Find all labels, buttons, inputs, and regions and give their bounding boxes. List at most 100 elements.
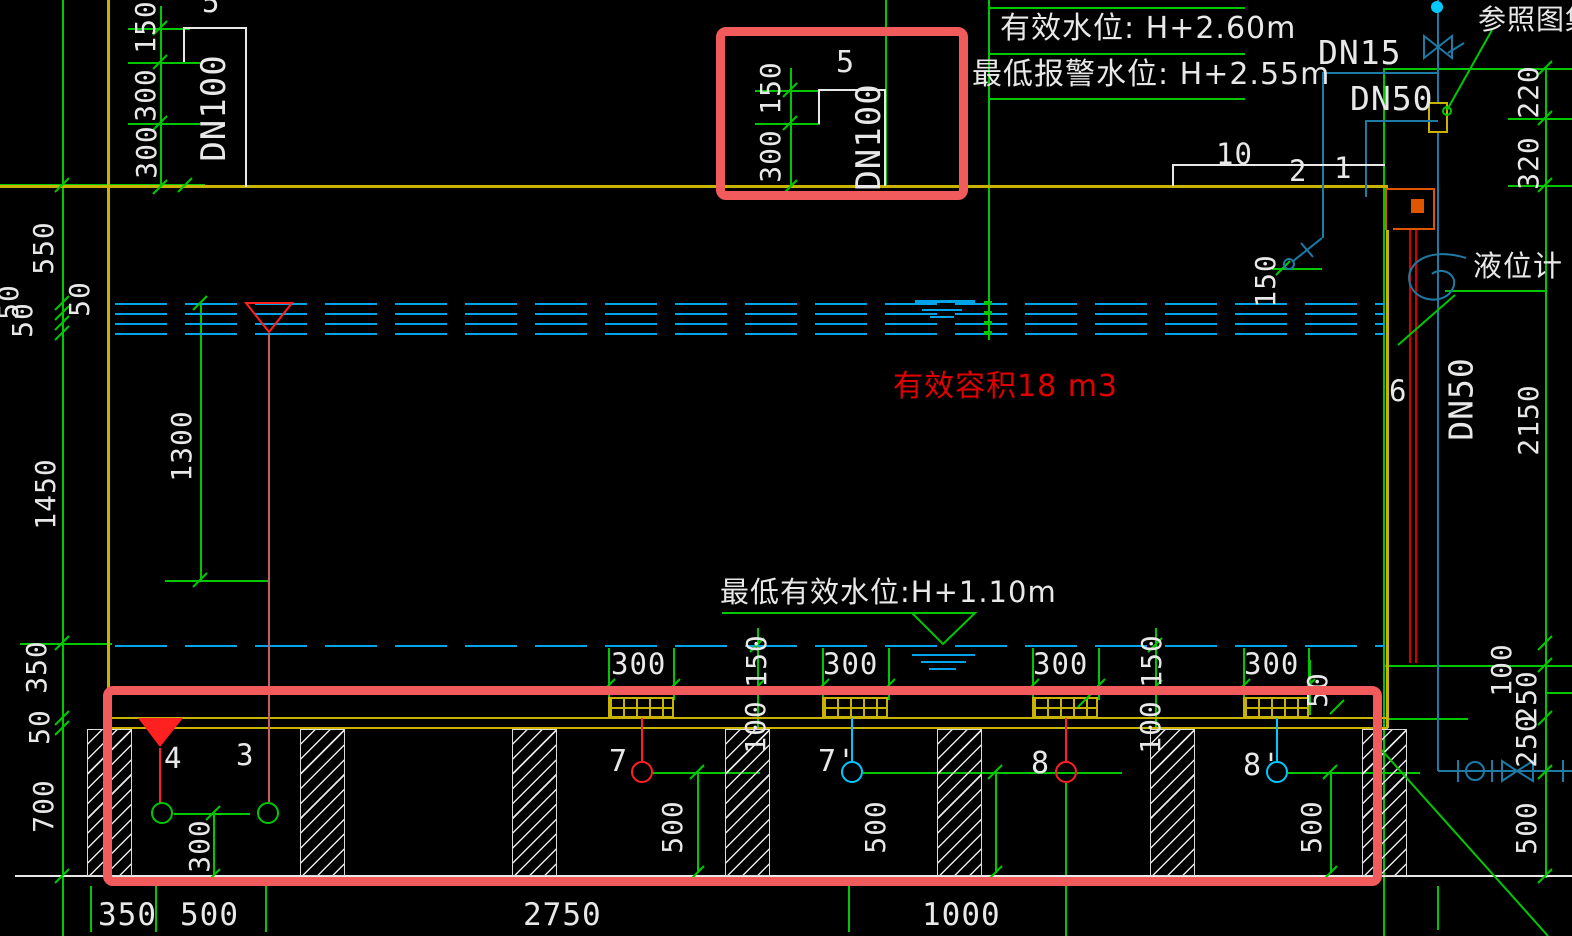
water-level-line: [115, 323, 1385, 325]
part-label-1: 1: [1334, 151, 1353, 185]
support-column: [1150, 729, 1195, 876]
dim-line: [1288, 772, 1420, 774]
dim-tick: [1437, 886, 1439, 930]
valve-box: [1428, 102, 1448, 133]
dim-text: 50: [6, 302, 39, 338]
pipe-line: [1365, 120, 1438, 122]
dim-line: [1385, 665, 1572, 667]
drain-stub: [851, 718, 853, 762]
grate-dim-line: [1243, 648, 1245, 700]
highlight-box-inlet: [716, 27, 968, 200]
level-gauge-label: 液位计: [1473, 249, 1564, 283]
dim-line: [1065, 783, 1067, 936]
dim-line: [995, 772, 997, 873]
pipe-size-label: DN15: [1318, 33, 1402, 72]
centerline: [988, 0, 990, 340]
support-column: [512, 729, 557, 876]
dim-text: 150: [1135, 634, 1168, 688]
equipment-box: [1385, 188, 1435, 190]
inlet-pipe-outline: [884, 89, 886, 186]
water-surface-mark: [930, 316, 954, 318]
part-label-4: 4: [164, 741, 183, 775]
shelf-outline: [1172, 164, 1385, 166]
dim-tick: [265, 886, 267, 932]
equipment-box: [1433, 188, 1435, 230]
part-label-3: 3: [236, 738, 255, 772]
dim-line: [1545, 692, 1572, 694]
dim-text: 500: [1510, 801, 1543, 855]
drain-circle-7p: [841, 761, 863, 783]
part-label-5: 5: [836, 45, 856, 80]
dim-text: 320: [1512, 136, 1545, 190]
part-label-2: 2: [1289, 154, 1308, 188]
dim-text: 500: [180, 897, 239, 933]
equipment-box: [1393, 228, 1435, 230]
dim-text: 220: [1512, 65, 1545, 119]
drain-circle-8p: [1266, 761, 1288, 783]
dim-text: 1000: [922, 897, 1001, 933]
dim-line: [62, 0, 64, 936]
dim-line: [1272, 268, 1322, 270]
min-effective-level-note: 最低有效水位:H+1.10m: [720, 575, 1057, 609]
dim-text: 300: [1244, 647, 1300, 681]
part-label-5-partial: 5: [202, 0, 221, 19]
dim-line: [697, 772, 699, 873]
min-alarm-level-note: 最低报警水位: H+2.55m: [972, 57, 1331, 92]
dim-line: [160, 6, 162, 187]
pipe-line: [1437, 133, 1439, 771]
drain-stub: [641, 718, 643, 761]
water-surface-mark: [921, 661, 966, 663]
pipe-line: [1437, 0, 1439, 102]
level-marker: [984, 301, 992, 305]
highlight-box-floor: [103, 686, 1382, 886]
part-label-10: 10: [1216, 137, 1253, 171]
dim-text: 550: [27, 221, 60, 275]
drain-stub: [1065, 718, 1067, 761]
note-divider: [988, 7, 1245, 9]
tank-top-line: [0, 185, 1388, 188]
dim-line: [128, 62, 200, 64]
dim-text: 300: [129, 68, 162, 122]
inlet-pipe-outline: [183, 27, 247, 29]
drain-circle-4: [151, 802, 173, 824]
dim-text: 1450: [29, 458, 62, 530]
equipment-mark: [1411, 199, 1424, 213]
suction-grate: [608, 697, 674, 718]
inlet-pipe-outline: [818, 89, 820, 124]
dim-line: [165, 580, 270, 582]
dim-text: 300: [823, 647, 879, 681]
note-divider: [988, 53, 1245, 55]
part-label-6: 6: [1389, 374, 1408, 408]
effective-volume-note: 有效容积18 m3: [893, 369, 1119, 404]
dim-text: 350: [98, 897, 157, 933]
dim-text: 300: [130, 125, 163, 179]
dim-line: [1445, 290, 1545, 292]
dim-text: 150: [740, 634, 773, 688]
dim-text: 2750: [523, 897, 602, 933]
centerline: [885, 0, 887, 188]
support-column: [300, 729, 345, 876]
shelf-outline: [1172, 164, 1174, 186]
water-level-triangle: [909, 612, 978, 646]
level-marker: [984, 331, 992, 335]
dim-text: 50: [23, 709, 56, 745]
dim-text: 250: [1510, 714, 1543, 768]
inlet-pipe-outline: [818, 89, 886, 91]
water-level-line: [115, 313, 1385, 315]
dim-line: [213, 813, 215, 876]
dim-text: 2150: [1512, 384, 1545, 456]
dim-tick: [848, 886, 850, 932]
tank-wall-right: [1386, 230, 1389, 728]
level-marker: [984, 311, 992, 315]
dim-line: [1155, 628, 1157, 728]
drain-stub: [1276, 718, 1278, 762]
suction-grate: [822, 697, 888, 718]
dim-line: [1077, 772, 1122, 774]
grate-dim-line: [673, 648, 675, 700]
suction-grate: [1243, 697, 1309, 718]
water-surface-mark: [922, 309, 962, 311]
pipe-size-label: DN50: [1441, 357, 1481, 441]
equipment-box: [1385, 188, 1387, 230]
part-label-7p: 7': [818, 744, 857, 779]
